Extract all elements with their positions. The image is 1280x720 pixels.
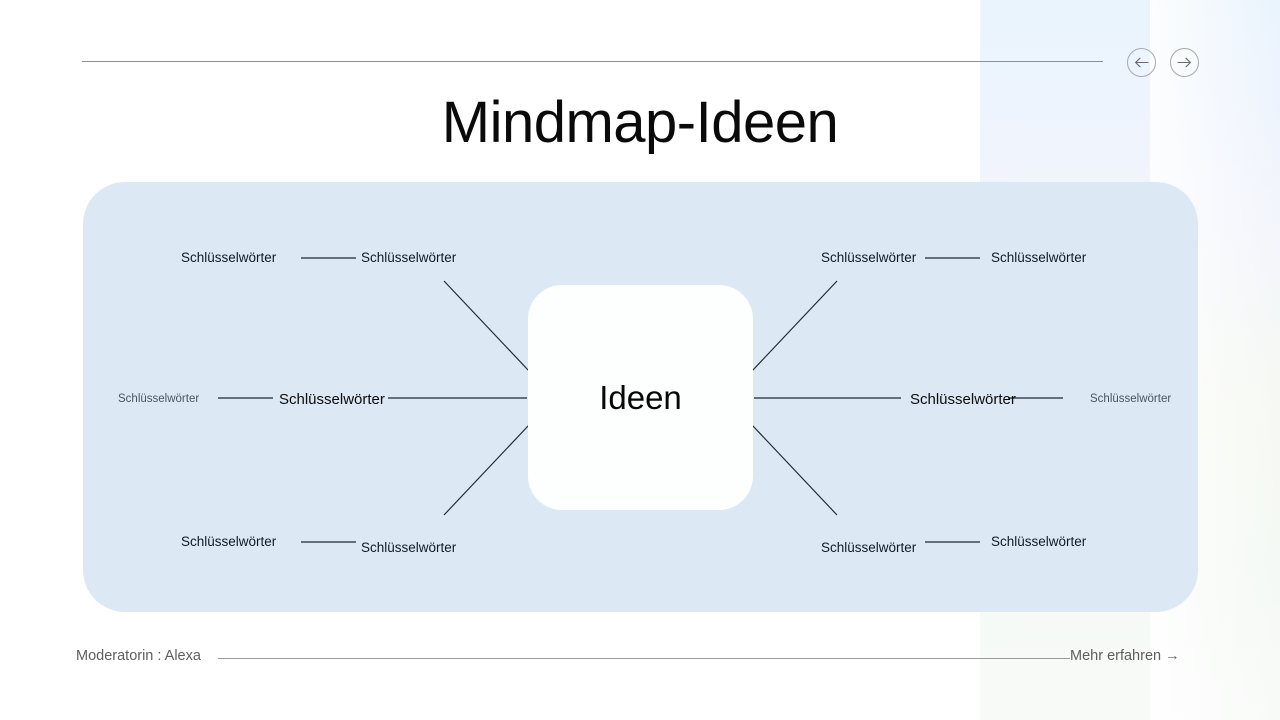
branch-bottom-right-outer[interactable]: Schlüsselwörter (991, 534, 1087, 549)
mindmap-connectors (218, 257, 1063, 543)
branch-top-right-inner[interactable]: Schlüsselwörter (821, 250, 917, 265)
branch-top-left-inner[interactable]: Schlüsselwörter (361, 250, 457, 265)
branch-top-left-outer[interactable]: Schlüsselwörter (181, 250, 277, 265)
arrow-right-icon (1177, 57, 1191, 68)
page-title: Mindmap-Ideen (441, 90, 839, 155)
header-divider (82, 61, 1103, 62)
mindmap-center-label: Ideen (599, 378, 682, 416)
branch-mid-left-inner[interactable]: Schlüsselwörter (279, 391, 385, 408)
branch-mid-left-far[interactable]: Schlüsselwörter (118, 393, 200, 405)
mindmap-center-node[interactable]: Ideen (528, 285, 753, 510)
branch-mid-right-inner[interactable]: Schlüsselwörter (910, 391, 1016, 408)
mindmap-panel: Ideen Schlüsselwörter Schlüsselwörter Sc… (83, 182, 1198, 612)
footer-divider (218, 658, 1070, 659)
nav-next-button[interactable] (1170, 48, 1199, 77)
arrow-left-icon (1135, 57, 1149, 68)
footer-moderator: Moderatorin : Alexa (76, 648, 201, 664)
footer-more-link[interactable]: Mehr erfahren → (1070, 648, 1180, 664)
connector-top-left-diagonal (443, 280, 530, 372)
branch-top-right-outer[interactable]: Schlüsselwörter (991, 250, 1087, 265)
branch-bottom-left-outer[interactable]: Schlüsselwörter (181, 534, 277, 549)
branch-bottom-left-inner[interactable]: Schlüsselwörter (361, 540, 457, 555)
nav-previous-button[interactable] (1127, 48, 1156, 77)
connector-bottom-right-diagonal (751, 424, 838, 516)
branch-mid-right-far[interactable]: Schlüsselwörter (1090, 393, 1172, 405)
connector-bottom-left-diagonal (443, 424, 530, 516)
branch-bottom-right-inner[interactable]: Schlüsselwörter (821, 540, 917, 555)
connector-top-right-diagonal (751, 280, 838, 372)
